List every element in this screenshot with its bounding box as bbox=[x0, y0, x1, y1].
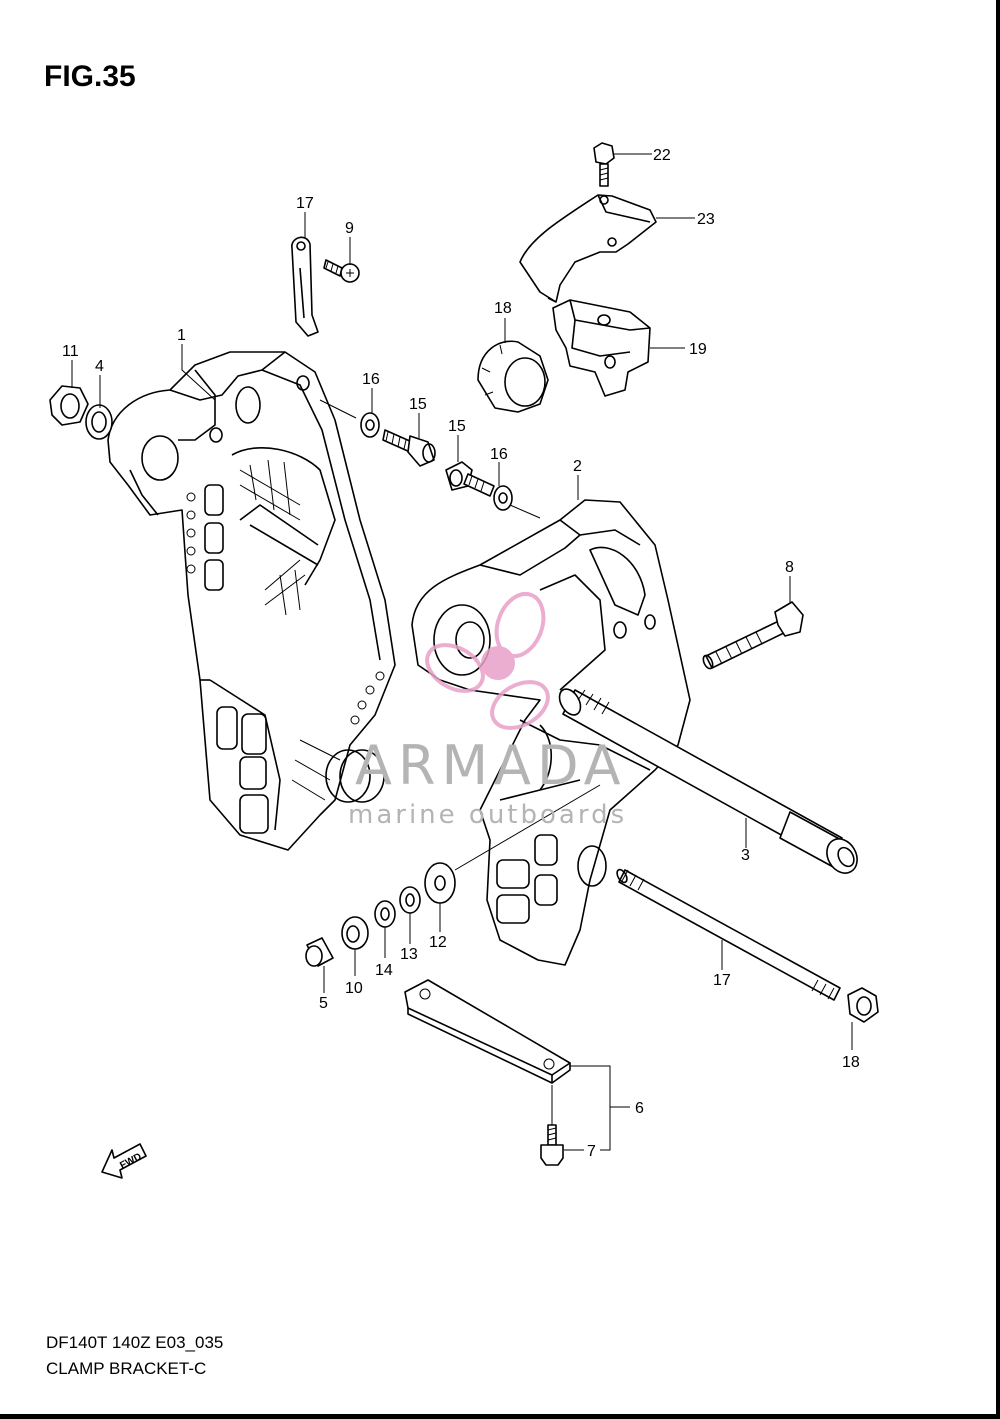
part-7-bolt bbox=[540, 1124, 564, 1166]
part-15-bolt-upper bbox=[382, 429, 436, 467]
callout-16b: 16 bbox=[490, 446, 508, 463]
callout-1: 1 bbox=[177, 327, 186, 344]
fwd-arrow-icon: FWD bbox=[101, 1143, 147, 1179]
part-13-washer bbox=[399, 886, 421, 914]
callout-14: 14 bbox=[375, 962, 393, 979]
part-18-nut bbox=[847, 987, 879, 1023]
figure-title: FIG.35 bbox=[44, 60, 136, 93]
callout-11: 11 bbox=[62, 343, 79, 360]
callout-2: 2 bbox=[573, 458, 582, 475]
watermark-brand: ARMADA bbox=[355, 734, 627, 797]
part-20-cap bbox=[477, 340, 549, 413]
callout-7: 7 bbox=[587, 1143, 596, 1160]
part-9-screw bbox=[323, 259, 360, 283]
figure-name: CLAMP BRACKET-C bbox=[46, 1359, 207, 1378]
callout-18: 18 bbox=[842, 1054, 860, 1071]
callout-12: 12 bbox=[429, 934, 447, 951]
callout-23: 23 bbox=[697, 211, 715, 228]
part-22-bolt bbox=[593, 142, 615, 187]
armada-logo-icon bbox=[425, 592, 550, 730]
callout-15a: 15 bbox=[409, 396, 427, 413]
figure-code: DF140T 140Z E03_035 bbox=[46, 1333, 224, 1352]
part-15-bolt-lower bbox=[445, 461, 495, 497]
callout-22: 22 bbox=[653, 147, 671, 164]
part-17-long-bolt bbox=[616, 868, 841, 1001]
part-8-bolt bbox=[702, 601, 804, 670]
callout-9: 9 bbox=[345, 220, 354, 237]
callout-5: 5 bbox=[319, 995, 328, 1012]
part-16-washer-upper bbox=[360, 412, 380, 438]
page-border-right bbox=[996, 0, 1000, 1419]
callout-15b: 15 bbox=[448, 418, 466, 435]
part-1-clamp-bracket-left bbox=[107, 351, 396, 851]
part-21-bracket bbox=[552, 299, 651, 397]
part-10-nut bbox=[341, 916, 369, 950]
part-11-nut bbox=[49, 385, 89, 426]
part-6-plate bbox=[404, 979, 571, 1084]
callout-3: 3 bbox=[741, 847, 750, 864]
part-23-cover bbox=[519, 194, 657, 303]
callout-19: 17 bbox=[296, 195, 314, 212]
callout-13: 13 bbox=[400, 946, 418, 963]
callout-8: 8 bbox=[785, 559, 794, 576]
callouts: 17 9 1 11 4 16 15 15 16 18 19 23 22 2 8 … bbox=[62, 147, 860, 1160]
leader-lines bbox=[71, 153, 853, 1151]
part-4-washer bbox=[85, 404, 113, 440]
callout-10: 10 bbox=[345, 980, 363, 997]
part-5-collar bbox=[305, 937, 334, 967]
part-3-tilt-tube bbox=[558, 688, 858, 874]
page-border-bottom bbox=[0, 1414, 1000, 1419]
callout-21: 19 bbox=[689, 341, 707, 358]
part-19-clip bbox=[291, 236, 319, 337]
callout-16a: 16 bbox=[362, 371, 380, 388]
part-14-washer bbox=[374, 900, 396, 928]
part-12-washer bbox=[424, 862, 456, 904]
part-2-clamp-bracket-right bbox=[411, 499, 691, 966]
callout-20: 18 bbox=[494, 300, 512, 317]
callout-4: 4 bbox=[95, 358, 104, 375]
watermark-tagline: marine outboards bbox=[348, 800, 628, 830]
part-16-washer-lower bbox=[493, 485, 513, 511]
callout-17: 17 bbox=[713, 972, 731, 989]
callout-6: 6 bbox=[635, 1100, 644, 1117]
